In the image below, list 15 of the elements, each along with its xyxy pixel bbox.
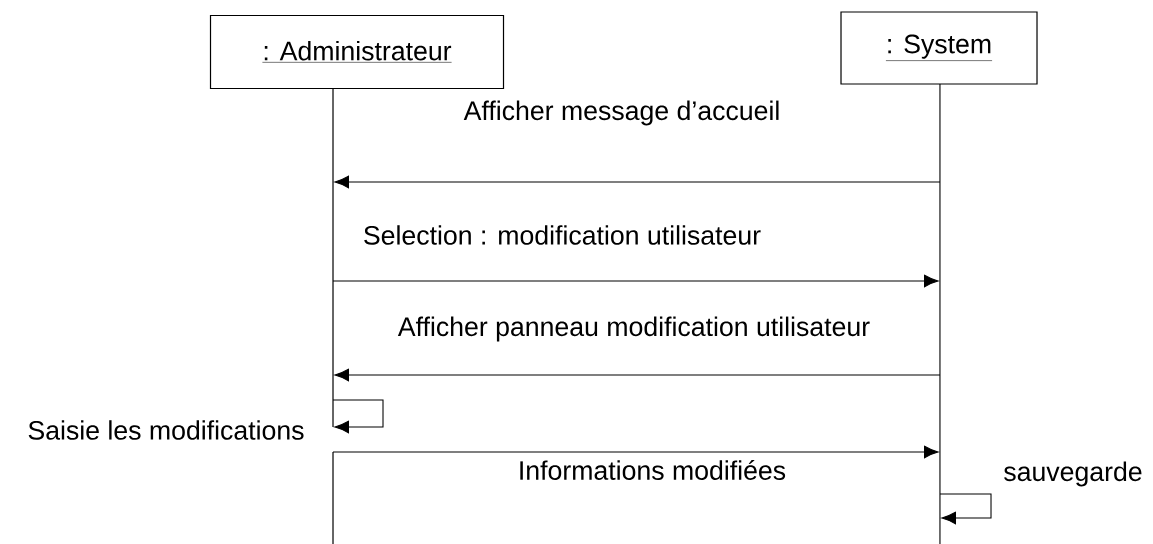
message-label: Informations modifiées xyxy=(520,460,786,480)
message-label: Afficher message d’accueil xyxy=(463,100,779,126)
object-box: : System xyxy=(840,11,1038,85)
self-message-arrow xyxy=(332,399,384,434)
object-box: : Administrateur xyxy=(209,14,505,90)
message-label: Saisie les modifications xyxy=(28,420,304,440)
message-label: sauvegarde xyxy=(1004,461,1142,487)
message-arrow xyxy=(334,175,941,189)
message-label: Selection : modification utilisateur xyxy=(364,225,761,245)
message-arrow xyxy=(332,445,939,459)
message-arrow xyxy=(334,368,941,382)
lifeline xyxy=(332,452,334,544)
self-message-arrow xyxy=(939,493,992,525)
message-label: Afficher panneau modification utilisateur xyxy=(397,316,870,342)
message-arrow xyxy=(332,274,939,288)
